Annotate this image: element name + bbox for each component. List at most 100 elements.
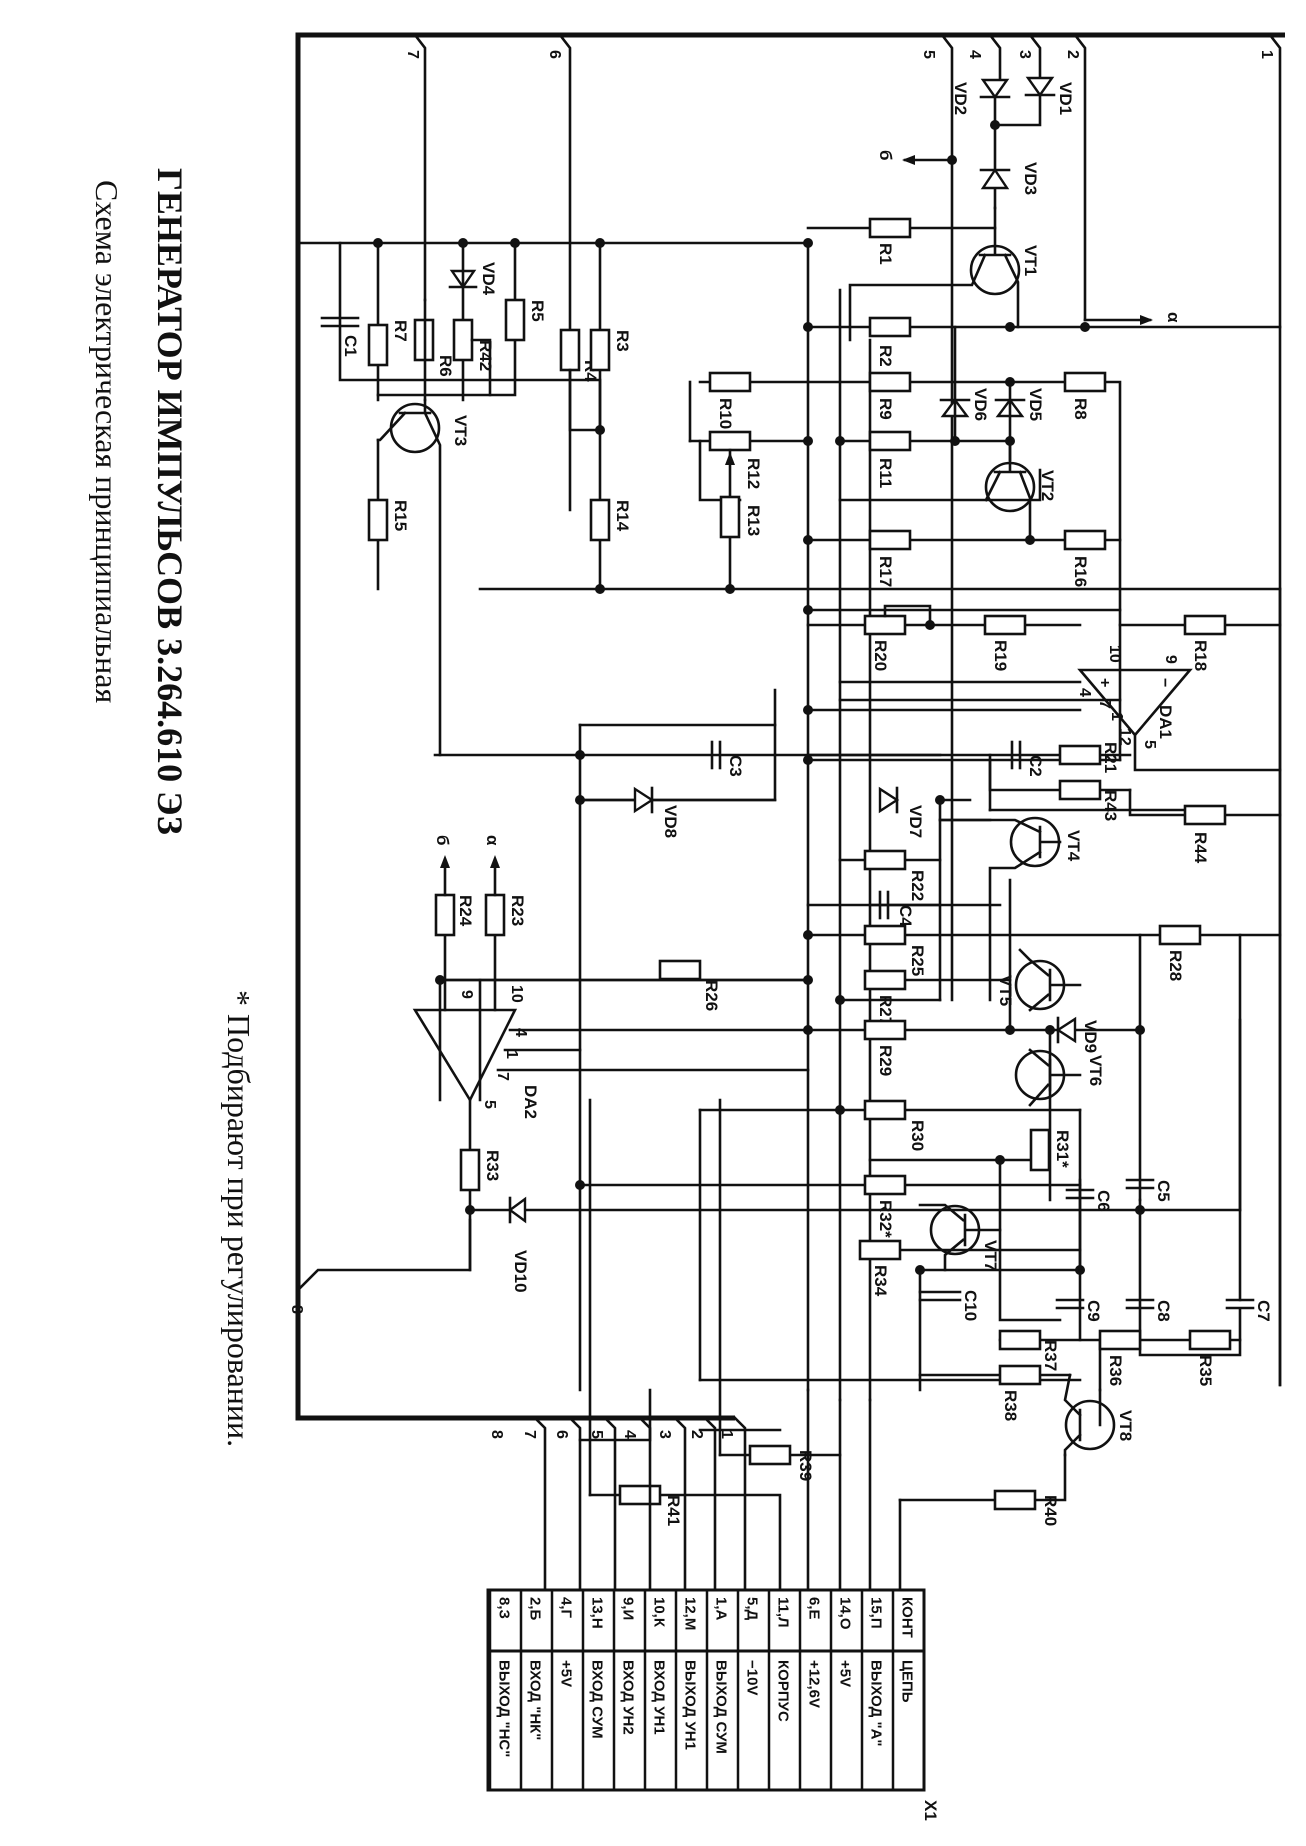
diode-vd9[interactable] bbox=[1055, 1016, 1077, 1044]
transistor-vt4[interactable] bbox=[938, 816, 1062, 1002]
resistor-r14[interactable] bbox=[589, 498, 611, 542]
resistor-r7[interactable] bbox=[367, 323, 389, 367]
label-c2: C2 bbox=[1026, 755, 1045, 777]
resistor-r2[interactable] bbox=[868, 316, 912, 338]
resistor-r44[interactable] bbox=[1183, 804, 1227, 826]
resistor-r19[interactable] bbox=[983, 614, 1027, 636]
resistor-r30[interactable] bbox=[863, 1099, 907, 1121]
resistor-r20[interactable] bbox=[863, 614, 907, 636]
resistor-r41[interactable] bbox=[618, 1484, 662, 1506]
resistor-r29[interactable] bbox=[863, 1019, 907, 1041]
resistor-r21[interactable] bbox=[1058, 744, 1102, 766]
resistor-r11[interactable] bbox=[868, 430, 912, 452]
transistor-vt5[interactable] bbox=[1014, 948, 1082, 1012]
label-r36: R36 bbox=[1106, 1355, 1125, 1386]
label-r2: R2 bbox=[876, 345, 895, 367]
da1-pin-4: 4 bbox=[1076, 688, 1093, 697]
resistor-r27[interactable] bbox=[863, 969, 907, 991]
bus-pin-5: 5 bbox=[920, 50, 937, 59]
resistor-r28[interactable] bbox=[1158, 924, 1202, 946]
resistor-r12[interactable] bbox=[708, 430, 752, 452]
opamp-da1[interactable] bbox=[1077, 668, 1193, 738]
capacitor-c5[interactable] bbox=[1125, 1178, 1155, 1190]
resistor-r9[interactable] bbox=[868, 371, 912, 393]
label-r24: R24 bbox=[456, 895, 475, 927]
resistor-r18[interactable] bbox=[1183, 614, 1227, 636]
resistor-r15[interactable] bbox=[367, 498, 389, 542]
label-r8: R8 bbox=[1071, 398, 1090, 420]
label-vd6: VD6 bbox=[971, 388, 990, 421]
resistor-r40[interactable] bbox=[993, 1489, 1037, 1511]
da1-pin-minus: − bbox=[1156, 678, 1173, 687]
capacitor-c7[interactable] bbox=[1225, 1298, 1255, 1310]
table-cell-contact: 12,М bbox=[682, 1597, 699, 1630]
resistor-r8[interactable] bbox=[1063, 371, 1107, 393]
table-cell-contact: 8,З bbox=[496, 1597, 513, 1619]
capacitor-c10[interactable] bbox=[918, 1290, 962, 1302]
diode-vd8[interactable] bbox=[633, 786, 655, 814]
connector-x1-label: X1 bbox=[921, 1800, 940, 1821]
diode-vd3[interactable] bbox=[979, 167, 1011, 190]
label-c3: C3 bbox=[726, 755, 745, 777]
resistor-r35[interactable] bbox=[1188, 1329, 1232, 1351]
resistor-r5[interactable] bbox=[504, 298, 526, 342]
resistor-r26[interactable] bbox=[658, 959, 702, 981]
resistor-r16[interactable] bbox=[1063, 529, 1107, 551]
resistor-r34[interactable] bbox=[858, 1239, 902, 1261]
label-vd5: VD5 bbox=[1026, 388, 1045, 421]
diode-vd6[interactable] bbox=[939, 325, 971, 443]
diode-vd2[interactable] bbox=[979, 78, 1011, 210]
transistor-vt8[interactable] bbox=[1063, 1373, 1116, 1457]
resistor-r23[interactable] bbox=[484, 893, 506, 937]
transistor-vt6[interactable] bbox=[1014, 1048, 1082, 1107]
x1-bus-number-3: 3 bbox=[656, 1430, 673, 1439]
resistor-r43[interactable] bbox=[1058, 779, 1102, 801]
resistor-r24[interactable] bbox=[434, 893, 456, 937]
label-r41: R41 bbox=[664, 1495, 683, 1526]
da2-pin-4: 4 bbox=[512, 1028, 529, 1037]
table-cell-circuit: ВЫХОД "А" bbox=[868, 1660, 885, 1747]
resistor-r17[interactable] bbox=[868, 529, 912, 551]
diode-vd7[interactable] bbox=[878, 786, 900, 814]
diode-vd10[interactable] bbox=[507, 1196, 527, 1224]
resistor-r13[interactable] bbox=[719, 495, 741, 539]
resistor-r25[interactable] bbox=[863, 924, 907, 946]
label-r25: R25 bbox=[908, 945, 927, 976]
capacitor-c3[interactable] bbox=[710, 740, 722, 770]
transistor-vt2[interactable] bbox=[984, 439, 1036, 542]
resistor-r22[interactable] bbox=[863, 849, 907, 871]
resistor-r4[interactable] bbox=[559, 328, 581, 372]
resistor-r36[interactable] bbox=[1098, 1329, 1142, 1351]
da1-pin-1: 1 bbox=[1108, 712, 1125, 721]
label-vt5: VT5 bbox=[996, 975, 1015, 1006]
resistor-r32[interactable] bbox=[863, 1174, 907, 1196]
resistor-r33[interactable] bbox=[459, 1148, 481, 1192]
transistor-vt1[interactable] bbox=[848, 206, 1021, 342]
resistor-r3[interactable] bbox=[589, 328, 611, 372]
opamp-da2[interactable] bbox=[412, 1008, 518, 1103]
resistor-r37[interactable] bbox=[998, 1329, 1042, 1351]
label-r27: R27 bbox=[876, 995, 895, 1026]
resistor-r31[interactable] bbox=[1029, 1128, 1051, 1172]
resistor-r38[interactable] bbox=[998, 1364, 1042, 1386]
label-r42: R42 bbox=[476, 340, 495, 371]
diode-vd1[interactable] bbox=[993, 76, 1056, 127]
da2-pin-10: 10 bbox=[508, 985, 525, 1003]
capacitor-c1[interactable] bbox=[320, 316, 360, 328]
x1-bus-number-2: 2 bbox=[688, 1430, 705, 1439]
x1-bus-number-7: 7 bbox=[521, 1430, 538, 1439]
capacitor-c2[interactable] bbox=[1010, 740, 1022, 770]
diode-vd5[interactable] bbox=[994, 380, 1026, 462]
transistor-vt3[interactable] bbox=[376, 398, 442, 757]
label-vd9: VD9 bbox=[1081, 1020, 1100, 1053]
resistor-r10[interactable] bbox=[708, 371, 752, 393]
transistor-vt7[interactable] bbox=[918, 1203, 1002, 1272]
table-cell-circuit: +12,6V bbox=[806, 1660, 823, 1708]
capacitor-c9[interactable] bbox=[1055, 1298, 1085, 1310]
bus-pin-2: 2 bbox=[1064, 50, 1081, 59]
capacitor-c4[interactable] bbox=[878, 890, 890, 920]
resistor-r1[interactable] bbox=[868, 217, 912, 239]
resistor-r39[interactable] bbox=[748, 1444, 792, 1466]
resistor-r42[interactable] bbox=[452, 318, 474, 362]
capacitor-c6[interactable] bbox=[1065, 1188, 1095, 1200]
